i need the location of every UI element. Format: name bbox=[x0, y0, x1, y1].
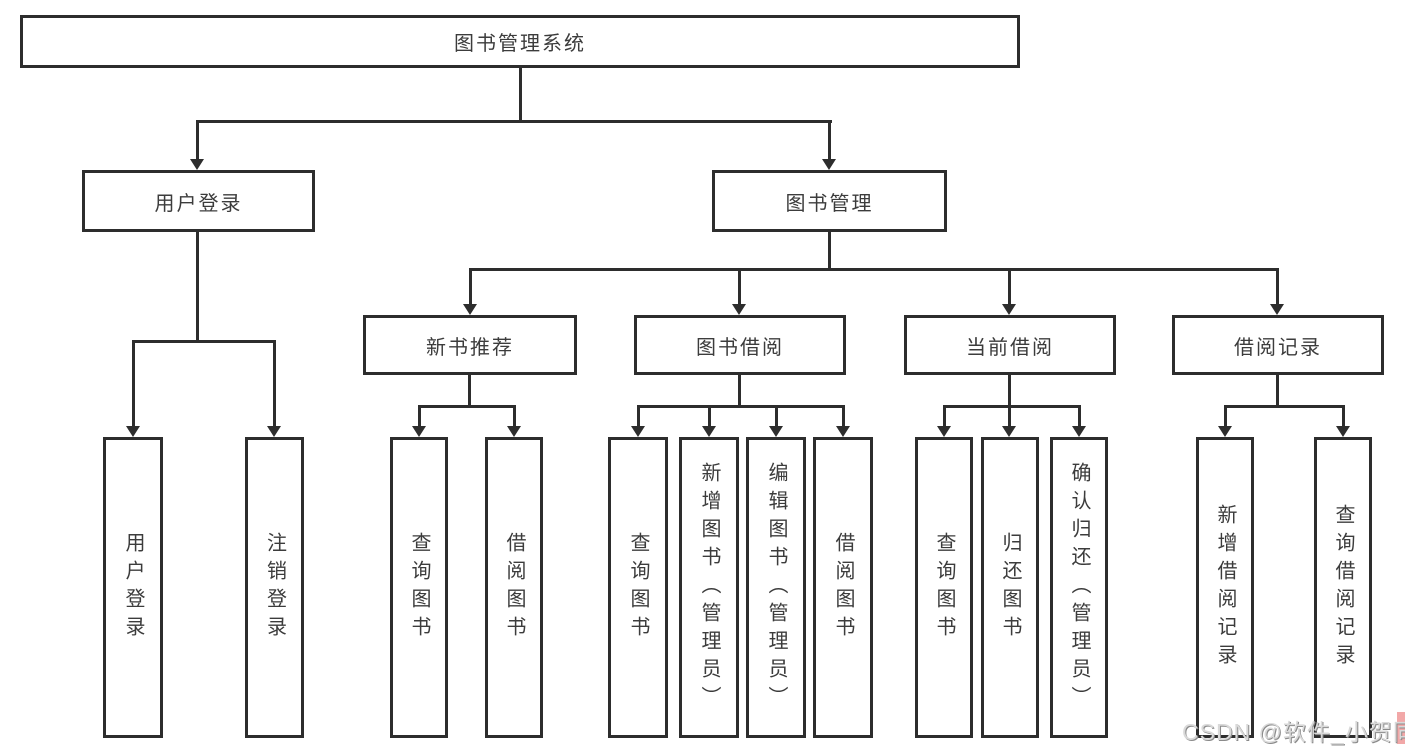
edge-user-login-drop bbox=[196, 120, 199, 159]
arrow-down-icon bbox=[463, 304, 477, 315]
leaf-label: 查询借阅记录 bbox=[1332, 503, 1354, 672]
edge-leaf-drop bbox=[132, 340, 135, 426]
arrow-down-icon bbox=[732, 304, 746, 315]
leaf-label: 用户登录 bbox=[122, 531, 144, 644]
watermark: CSDN @软件_小贺同学 bbox=[1182, 719, 1405, 745]
node-root-label: 图书管理系统 bbox=[454, 33, 586, 55]
edge-leaf-drop bbox=[418, 405, 421, 426]
edge-section-drop bbox=[1276, 268, 1279, 304]
edge-leaf-drop bbox=[775, 405, 778, 426]
leaf-label: 注销登录 bbox=[263, 531, 286, 644]
edge-leaf-drop bbox=[513, 405, 516, 426]
edge-book-mgmt-stem bbox=[828, 232, 831, 268]
leaf-query-books: 查询图书 bbox=[390, 437, 448, 738]
edge-leaf-drop bbox=[1342, 405, 1345, 426]
leaf-borrow-books: 借阅图书 bbox=[485, 437, 543, 738]
leaf-label: 查询图书 bbox=[408, 531, 430, 644]
arrow-down-icon bbox=[1002, 426, 1016, 437]
node-current-borrow: 当前借阅 bbox=[904, 315, 1116, 375]
watermark-accent bbox=[1397, 712, 1405, 744]
arrow-down-icon bbox=[1218, 426, 1232, 437]
arrow-down-icon bbox=[822, 159, 836, 170]
edge-root-stem bbox=[519, 67, 522, 120]
leaf-label: 编辑图书（管理员） bbox=[765, 461, 787, 714]
leaf-edit-books-admin: 编辑图书（管理员） bbox=[746, 437, 806, 738]
leaf-add-borrow-record: 新增借阅记录 bbox=[1196, 437, 1254, 738]
edge-leaf-drop bbox=[1078, 405, 1081, 426]
leaf-label: 新增图书（管理员） bbox=[698, 461, 720, 714]
node-book-borrow-label: 图书借阅 bbox=[696, 336, 784, 359]
edge-section-bar bbox=[637, 405, 845, 408]
node-book-borrow: 图书借阅 bbox=[634, 315, 846, 375]
leaf-label: 新增借阅记录 bbox=[1214, 503, 1236, 672]
arrow-down-icon bbox=[631, 426, 645, 437]
node-borrow-records: 借阅记录 bbox=[1172, 315, 1384, 375]
leaf-add-books-admin: 新增图书（管理员） bbox=[679, 437, 739, 738]
edge-section-drop bbox=[469, 268, 472, 304]
leaf-label: 查询图书 bbox=[627, 531, 649, 644]
edge-book-mgmt-bar bbox=[469, 268, 1279, 271]
leaf-user-login: 用户登录 bbox=[103, 437, 163, 738]
edge-leaf-drop bbox=[708, 405, 711, 426]
arrow-down-icon bbox=[1270, 304, 1284, 315]
node-book-management-label: 图书管理 bbox=[785, 192, 874, 215]
leaf-label: 归还图书 bbox=[999, 531, 1021, 644]
edge-section-drop bbox=[738, 268, 741, 304]
edge-section-bar bbox=[418, 405, 516, 408]
leaf-query-books: 查询图书 bbox=[915, 437, 973, 738]
arrow-down-icon bbox=[190, 159, 204, 170]
edge-leaf-drop bbox=[273, 340, 276, 426]
arrow-down-icon bbox=[1336, 426, 1350, 437]
edge-section-bar bbox=[943, 405, 1081, 408]
leaf-query-borrow-record: 查询借阅记录 bbox=[1314, 437, 1372, 738]
edge-section-drop bbox=[1008, 268, 1011, 304]
edge-leaf-drop bbox=[1224, 405, 1227, 426]
node-current-borrow-label: 当前借阅 bbox=[966, 336, 1054, 359]
arrow-down-icon bbox=[769, 426, 783, 437]
edge-root-bar bbox=[196, 120, 832, 123]
leaf-logout: 注销登录 bbox=[245, 437, 304, 738]
arrow-down-icon bbox=[1072, 426, 1086, 437]
arrow-down-icon bbox=[126, 426, 140, 437]
edge-section-stem bbox=[738, 375, 741, 405]
node-book-management: 图书管理 bbox=[712, 170, 947, 232]
leaf-label: 借阅图书 bbox=[503, 531, 525, 644]
edge-section-bar bbox=[1224, 405, 1345, 408]
edge-section-stem bbox=[1008, 375, 1011, 405]
arrow-down-icon bbox=[1002, 304, 1016, 315]
node-borrow-records-label: 借阅记录 bbox=[1234, 336, 1322, 359]
edge-user-login-bar bbox=[132, 340, 276, 343]
node-new-book-recommend-label: 新书推荐 bbox=[426, 336, 514, 359]
node-root: 图书管理系统 bbox=[20, 15, 1020, 68]
arrow-down-icon bbox=[702, 426, 716, 437]
leaf-label: 确认归还（管理员） bbox=[1068, 461, 1090, 714]
arrow-down-icon bbox=[267, 426, 281, 437]
leaf-query-books: 查询图书 bbox=[608, 437, 668, 738]
node-user-login: 用户登录 bbox=[82, 170, 315, 232]
edge-leaf-drop bbox=[637, 405, 640, 426]
edge-user-login-stem bbox=[196, 232, 199, 340]
edge-leaf-drop bbox=[842, 405, 845, 426]
edge-leaf-drop bbox=[943, 405, 946, 426]
node-user-login-label: 用户登录 bbox=[154, 192, 243, 215]
leaf-borrow-books: 借阅图书 bbox=[813, 437, 873, 738]
edge-leaf-drop bbox=[1008, 405, 1011, 426]
arrow-down-icon bbox=[836, 426, 850, 437]
arrow-down-icon bbox=[412, 426, 426, 437]
leaf-label: 借阅图书 bbox=[832, 531, 854, 644]
edge-section-stem bbox=[1276, 375, 1279, 405]
arrow-down-icon bbox=[937, 426, 951, 437]
edge-section-stem bbox=[468, 375, 471, 405]
leaf-confirm-return-admin: 确认归还（管理员） bbox=[1050, 437, 1108, 738]
edge-book-mgmt-drop bbox=[828, 120, 831, 159]
arrow-down-icon bbox=[507, 426, 521, 437]
leaf-return-books: 归还图书 bbox=[981, 437, 1039, 738]
node-new-book-recommend: 新书推荐 bbox=[363, 315, 577, 375]
leaf-label: 查询图书 bbox=[933, 531, 955, 644]
